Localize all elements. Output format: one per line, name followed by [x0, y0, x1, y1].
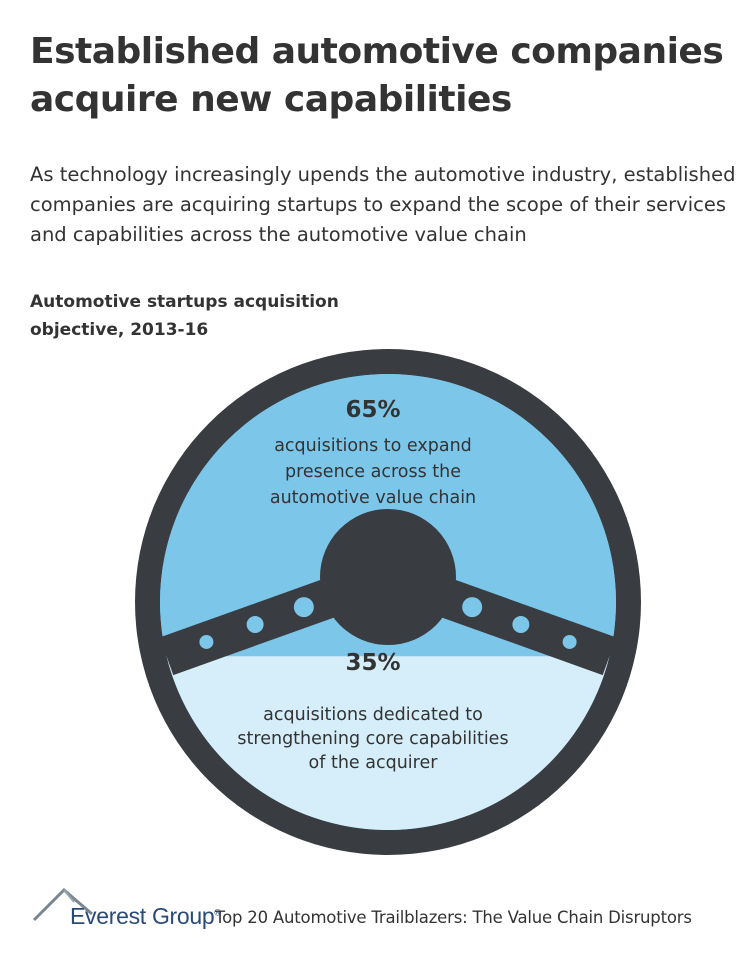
slice-expand-presence-label-line: acquisitions to expand	[274, 436, 472, 456]
brand-text: Everest Group	[70, 903, 215, 929]
slice-core-capabilities-label-line: of the acquirer	[309, 753, 439, 773]
spoke-hole	[562, 634, 577, 649]
slice-expand-presence-value: 65%	[345, 397, 400, 423]
slice-expand-presence-label-line: automotive value chain	[270, 488, 476, 508]
slice-core-capabilities-label-line: strengthening core capabilities	[237, 729, 508, 749]
mountain-peak-icon	[32, 887, 93, 922]
wheel-spokes	[159, 509, 617, 676]
spoke-hole	[199, 634, 214, 649]
page-title: Established automotive companies acquire…	[30, 31, 724, 120]
slice-core-capabilities-value: 35%	[345, 650, 400, 676]
slice-expand-presence-label-line: presence across the	[285, 462, 461, 482]
spoke-hole	[462, 597, 483, 618]
pie-slice-core-capabilities	[166, 656, 610, 830]
spoke-hole	[512, 616, 530, 634]
wheel-hub	[320, 509, 456, 645]
slice-labels: 65% acquisitions to expand presence across…	[237, 397, 508, 773]
slice-core-capabilities-label-line: acquisitions dedicated to	[263, 705, 483, 725]
brand-name: Everest Group®	[70, 903, 221, 930]
chart-heading: Automotive startups acquisition objectiv…	[30, 292, 339, 340]
spoke-hole	[246, 616, 264, 634]
report-title: Top 20 Automotive Trailblazers: The Valu…	[215, 908, 692, 927]
page-subtitle: As technology increasingly upends the au…	[30, 163, 736, 246]
trademark-symbol: ®	[214, 907, 221, 918]
spoke-hole	[293, 597, 314, 618]
